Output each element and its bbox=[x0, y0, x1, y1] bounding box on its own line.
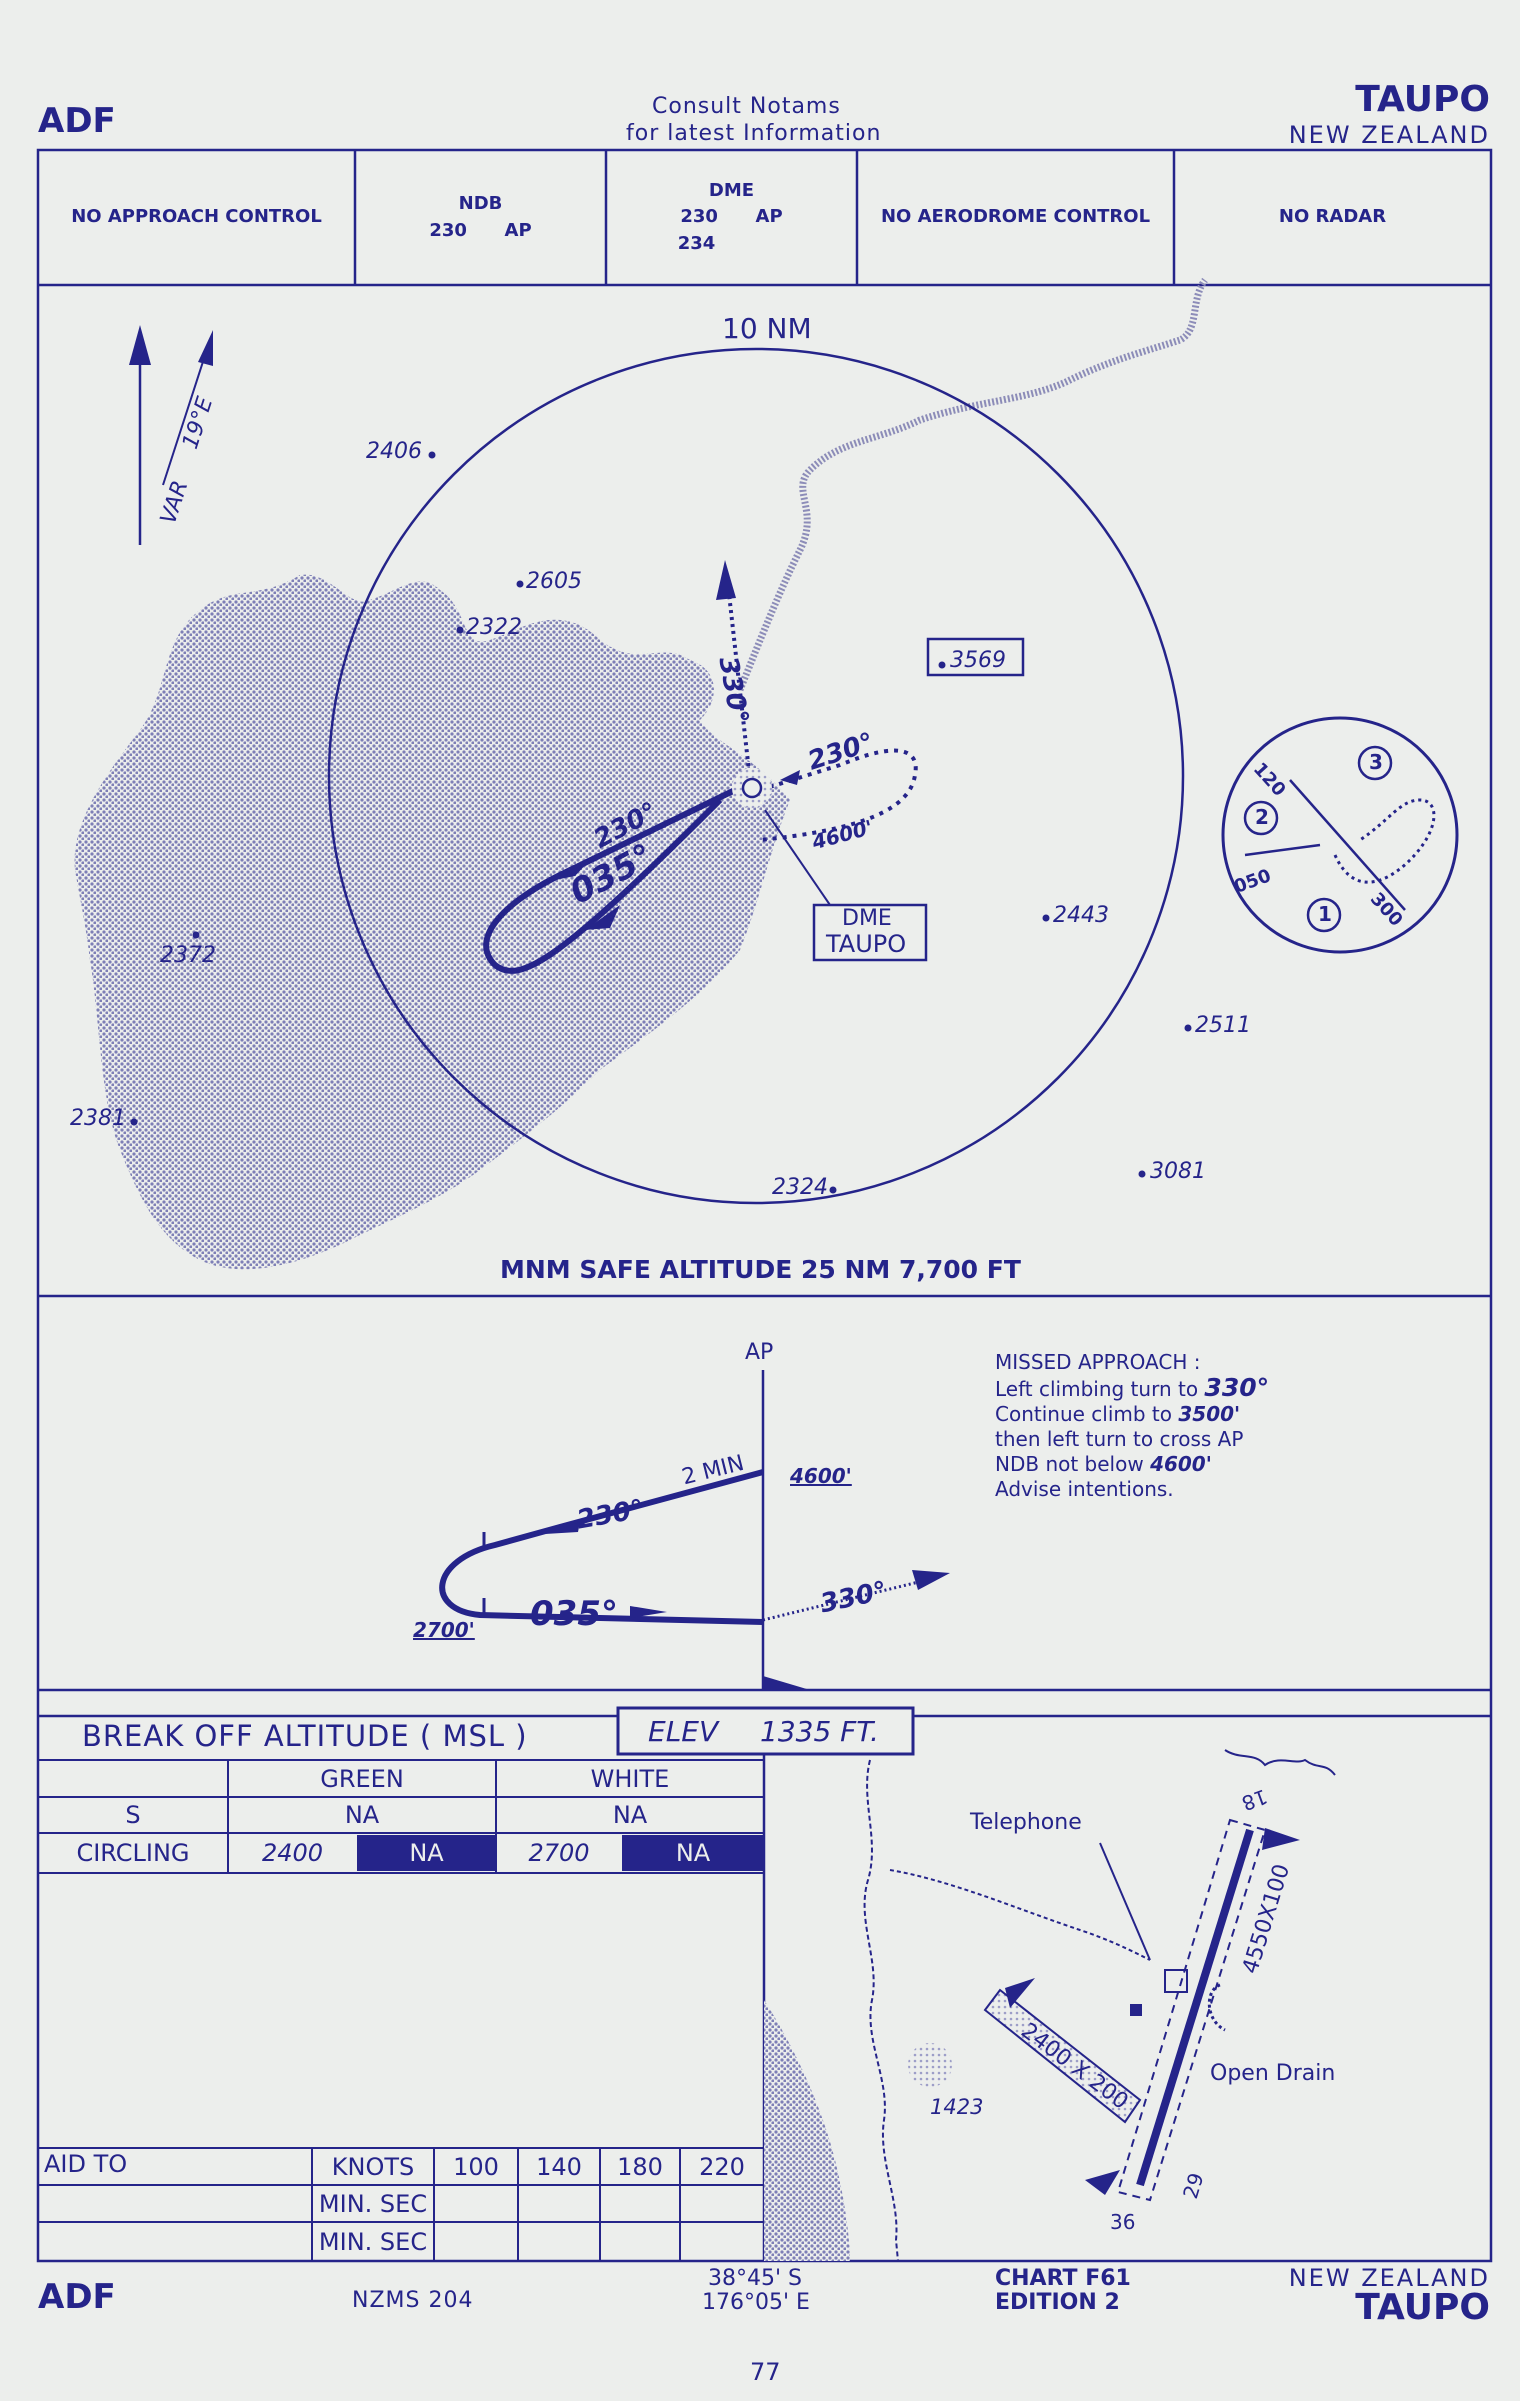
col-white: WHITE bbox=[590, 1764, 670, 1793]
sector-inset bbox=[1221, 716, 1459, 954]
profile-min-altitude: 2700' bbox=[413, 1618, 475, 1642]
range-label: 10 NM bbox=[722, 312, 812, 345]
spot-height: 2443 bbox=[1053, 903, 1109, 928]
dme-title: DME bbox=[708, 180, 755, 202]
dme-cell: DME 230 AP 234 bbox=[606, 150, 857, 285]
min-sec-label: MIN. SEC bbox=[318, 2189, 428, 2218]
footer-procedure: ADF bbox=[38, 2277, 116, 2317]
aerodrome-spot-height: 1423 bbox=[930, 2095, 984, 2119]
row-s-green: NA bbox=[344, 1801, 380, 1829]
inset-sector-3: 3 bbox=[1369, 750, 1383, 774]
missed-approach-heading-value: 330° bbox=[1204, 1373, 1270, 1402]
footer-longitude: 176°05' E bbox=[702, 2290, 810, 2315]
lake-taupo bbox=[74, 574, 791, 1270]
profile-inbound-track: 035° bbox=[530, 1594, 618, 1634]
dme-frequency: 230 bbox=[680, 206, 718, 228]
spot-height: 3081 bbox=[1150, 1159, 1206, 1184]
dme-use: AP bbox=[755, 206, 783, 228]
row-circling-white-b: NA bbox=[675, 1839, 711, 1867]
missed-approach-climb-value: 3500' bbox=[1178, 1402, 1241, 1426]
spot-height: 2406 bbox=[366, 439, 422, 464]
range-circle bbox=[327, 347, 1185, 1205]
min-sec-label: MIN. SEC bbox=[318, 2227, 428, 2256]
dme-box-name: TAUPO bbox=[826, 930, 907, 958]
footer-country: NEW ZEALAND bbox=[1288, 2264, 1490, 2292]
footer-chart-id: CHART F61 bbox=[995, 2266, 1131, 2291]
open-drain-label: Open Drain bbox=[1210, 2061, 1336, 2086]
notam-line-2: for latest Information bbox=[626, 121, 882, 146]
missed-approach-text: MISSED APPROACH : Left climbing turn to … bbox=[995, 1350, 1270, 1501]
speed-cell: 180 bbox=[617, 2152, 663, 2181]
speed-cell: 100 bbox=[453, 2152, 499, 2181]
footer-aerodrome: TAUPO bbox=[1355, 2287, 1490, 2328]
runway-36-label: 36 bbox=[1110, 2210, 1136, 2234]
aid-to-label: AID TO bbox=[44, 2150, 128, 2178]
row-label-circling: CIRCLING bbox=[76, 1839, 190, 1867]
ndb-title: NDB bbox=[458, 193, 503, 215]
missed-approach-min-value: 4600' bbox=[1150, 1452, 1212, 1476]
row-circling-green-b: NA bbox=[409, 1839, 444, 1867]
footer-edition: EDITION 2 bbox=[995, 2290, 1120, 2315]
spot-height: 2511 bbox=[1195, 1013, 1251, 1038]
spot-height: 2372 bbox=[160, 943, 216, 968]
col-green: GREEN bbox=[320, 1764, 404, 1793]
profile-hold-altitude: 4600' bbox=[790, 1464, 852, 1488]
spot-height: 2605 bbox=[526, 569, 582, 594]
river bbox=[736, 277, 1208, 692]
lake-shore bbox=[764, 2000, 850, 2261]
break-off-title: BREAK OFF ALTITUDE ( MSL ) bbox=[82, 1719, 528, 1753]
spot-height: 2381 bbox=[70, 1106, 126, 1131]
aerodrome-title: TAUPO bbox=[1355, 79, 1490, 120]
speed-cell: 140 bbox=[536, 2152, 582, 2181]
country-title: NEW ZEALAND bbox=[1288, 121, 1490, 149]
row-label-s: S bbox=[125, 1801, 141, 1829]
radar-cell: NO RADAR bbox=[1278, 206, 1387, 228]
spot-height-highlight: 3569 bbox=[950, 648, 1006, 673]
inset-sector-1: 1 bbox=[1318, 902, 1332, 926]
row-s-white: NA bbox=[612, 1801, 648, 1829]
dme-frequency-2: 234 bbox=[677, 232, 716, 254]
notam-line-1: Consult Notams bbox=[652, 94, 841, 119]
footer-latitude: 38°45' S bbox=[708, 2266, 802, 2291]
page-number: 77 bbox=[750, 2358, 781, 2386]
inset-sector-2: 2 bbox=[1255, 805, 1269, 829]
ndb-frequency: 230 bbox=[429, 219, 467, 241]
procedure-title: ADF bbox=[38, 101, 116, 141]
profile-fix-label: AP bbox=[745, 1340, 774, 1365]
row-circling-green: 2400 bbox=[261, 1839, 324, 1867]
speed-cell: 220 bbox=[699, 2152, 745, 2181]
missed-approach-heading: MISSED APPROACH : bbox=[995, 1350, 1201, 1374]
spot-height: 2322 bbox=[466, 615, 522, 640]
row-circling-white: 2700 bbox=[528, 1839, 590, 1867]
dme-box-label: DME bbox=[842, 906, 892, 931]
knots-label: KNOTS bbox=[331, 2152, 415, 2181]
runway-29-label: 29 bbox=[1178, 2170, 1209, 2202]
elevation-value: 1335 FT. bbox=[760, 1715, 879, 1748]
msa-label: MNM SAFE ALTITUDE 25 NM 7,700 FT bbox=[500, 1255, 1021, 1284]
telephone-label: Telephone bbox=[970, 1810, 1082, 1835]
ndb-use: AP bbox=[504, 219, 532, 241]
ndb-cell: NDB 230 AP bbox=[355, 150, 606, 285]
elevation-label: ELEV bbox=[648, 1715, 719, 1748]
footer-map-sheet: NZMS 204 bbox=[352, 2288, 474, 2313]
aerodrome-control-cell: NO AERODROME CONTROL bbox=[880, 206, 1151, 228]
approach-control-cell: NO APPROACH CONTROL bbox=[71, 206, 322, 228]
spot-height: 2324 bbox=[772, 1175, 828, 1200]
